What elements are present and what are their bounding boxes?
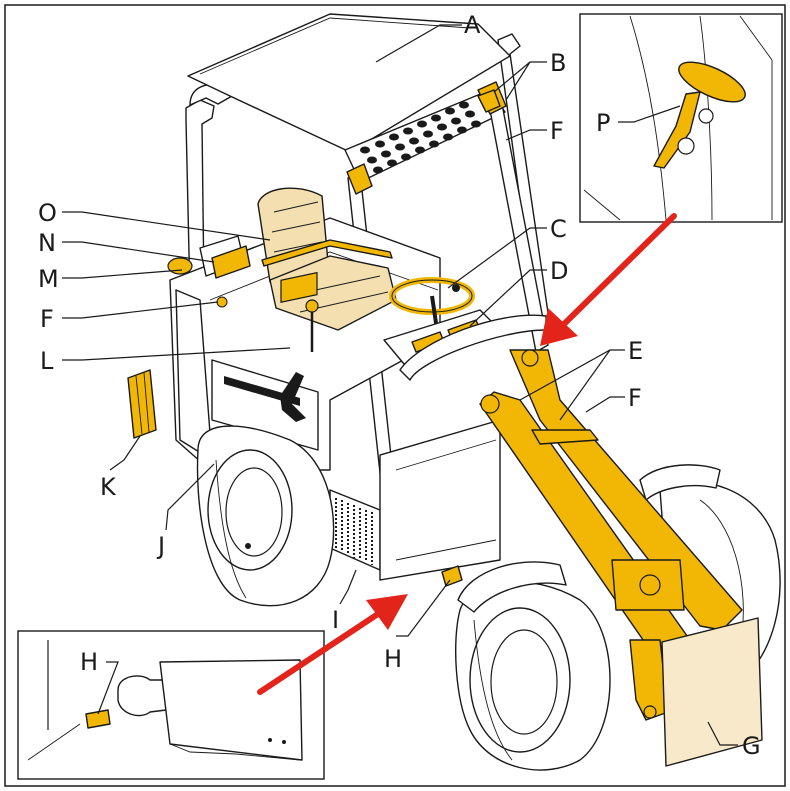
joystick: [280, 271, 319, 352]
callout-b: B: [550, 49, 566, 77]
callout-labels: A B F C D E F G H I J K L F M N O P H: [38, 11, 761, 760]
detail-inset-step: [17, 630, 325, 780]
step-plate: [441, 565, 463, 587]
detail-inset-pedal: [579, 13, 783, 223]
front-left-fender: [457, 561, 567, 613]
callout-e: E: [628, 337, 643, 365]
callout-h-main: H: [384, 645, 402, 673]
pedal-arm: [653, 91, 701, 169]
fuel-filler-cap: [167, 257, 193, 275]
leader-lines: [62, 24, 738, 746]
callout-j: J: [156, 532, 165, 560]
callout-k: K: [100, 473, 117, 501]
callout-h-inset: H: [80, 648, 98, 676]
callout-p: P: [596, 109, 610, 137]
canopy-roof: [187, 13, 511, 153]
roof-bracket-rear: [477, 89, 501, 113]
callout-m: M: [38, 265, 59, 293]
inset-step-plate: [85, 709, 111, 729]
callout-l: L: [40, 347, 54, 375]
attachment-plate: [661, 617, 763, 767]
front-right-fender: [639, 464, 721, 501]
red-arrow-icon: [257, 594, 408, 695]
callout-c: C: [550, 215, 567, 243]
callout-a: A: [464, 11, 481, 39]
red-arrow-icon: [540, 213, 677, 346]
callout-f-fender: F: [40, 305, 54, 333]
diagram-frame: [4, 4, 786, 787]
callout-f-roof: F: [550, 117, 564, 145]
callout-d: D: [550, 257, 568, 285]
loader-arm: [479, 349, 743, 721]
callout-g: G: [742, 732, 761, 760]
pedal-top: [678, 61, 746, 103]
front-left-wheel: [455, 581, 611, 771]
callout-i: I: [332, 606, 339, 634]
callout-f-arm: F: [628, 384, 642, 412]
rear-counterweight: [127, 369, 157, 439]
rear-left-wheel: [196, 425, 335, 607]
callout-o: O: [38, 199, 57, 227]
roof-bracket-left: [346, 163, 373, 195]
callout-n: N: [38, 229, 56, 257]
